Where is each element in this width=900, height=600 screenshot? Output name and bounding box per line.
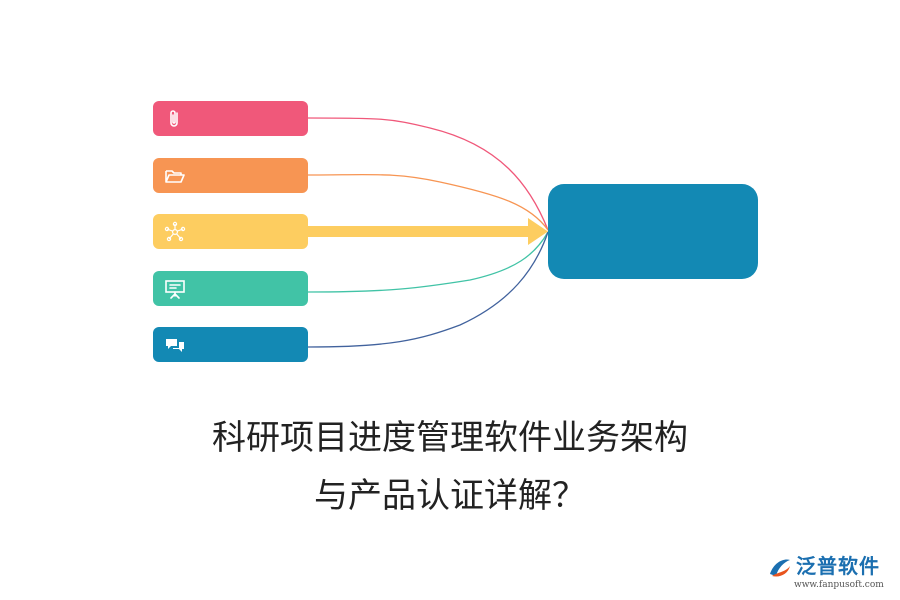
connector-line-4 bbox=[307, 231, 549, 293]
branch-node-4 bbox=[153, 271, 308, 306]
page-title-line-2: 与产品认证详解？ bbox=[314, 476, 586, 516]
page-title-line-1: 科研项目进度管理软件业务架构 bbox=[212, 418, 688, 458]
brand-url: www.fanpusoft.com bbox=[794, 580, 884, 590]
brand-logo: 泛普软件 www.fanpusoft.com bbox=[766, 552, 896, 592]
connector-line-5 bbox=[307, 231, 549, 348]
presentation-board-icon bbox=[165, 280, 185, 299]
branch-node-5 bbox=[153, 327, 308, 362]
highlight-arrow-head bbox=[528, 218, 548, 245]
branch-node-2 bbox=[153, 158, 308, 193]
chat-bubbles-icon bbox=[166, 339, 184, 352]
branch-node-1 bbox=[153, 101, 308, 136]
connector-line-1 bbox=[307, 117, 549, 231]
paperclip-icon bbox=[170, 110, 178, 127]
brand-mark-icon bbox=[770, 559, 790, 577]
central-hub-node bbox=[548, 184, 758, 279]
branch-node-3 bbox=[153, 214, 308, 249]
brand-name: 泛普软件 bbox=[796, 554, 880, 578]
connector-line-2 bbox=[307, 173, 549, 231]
folder-open-icon bbox=[165, 170, 185, 183]
network-icon bbox=[164, 221, 186, 242]
highlight-arrow-shaft bbox=[308, 226, 530, 237]
